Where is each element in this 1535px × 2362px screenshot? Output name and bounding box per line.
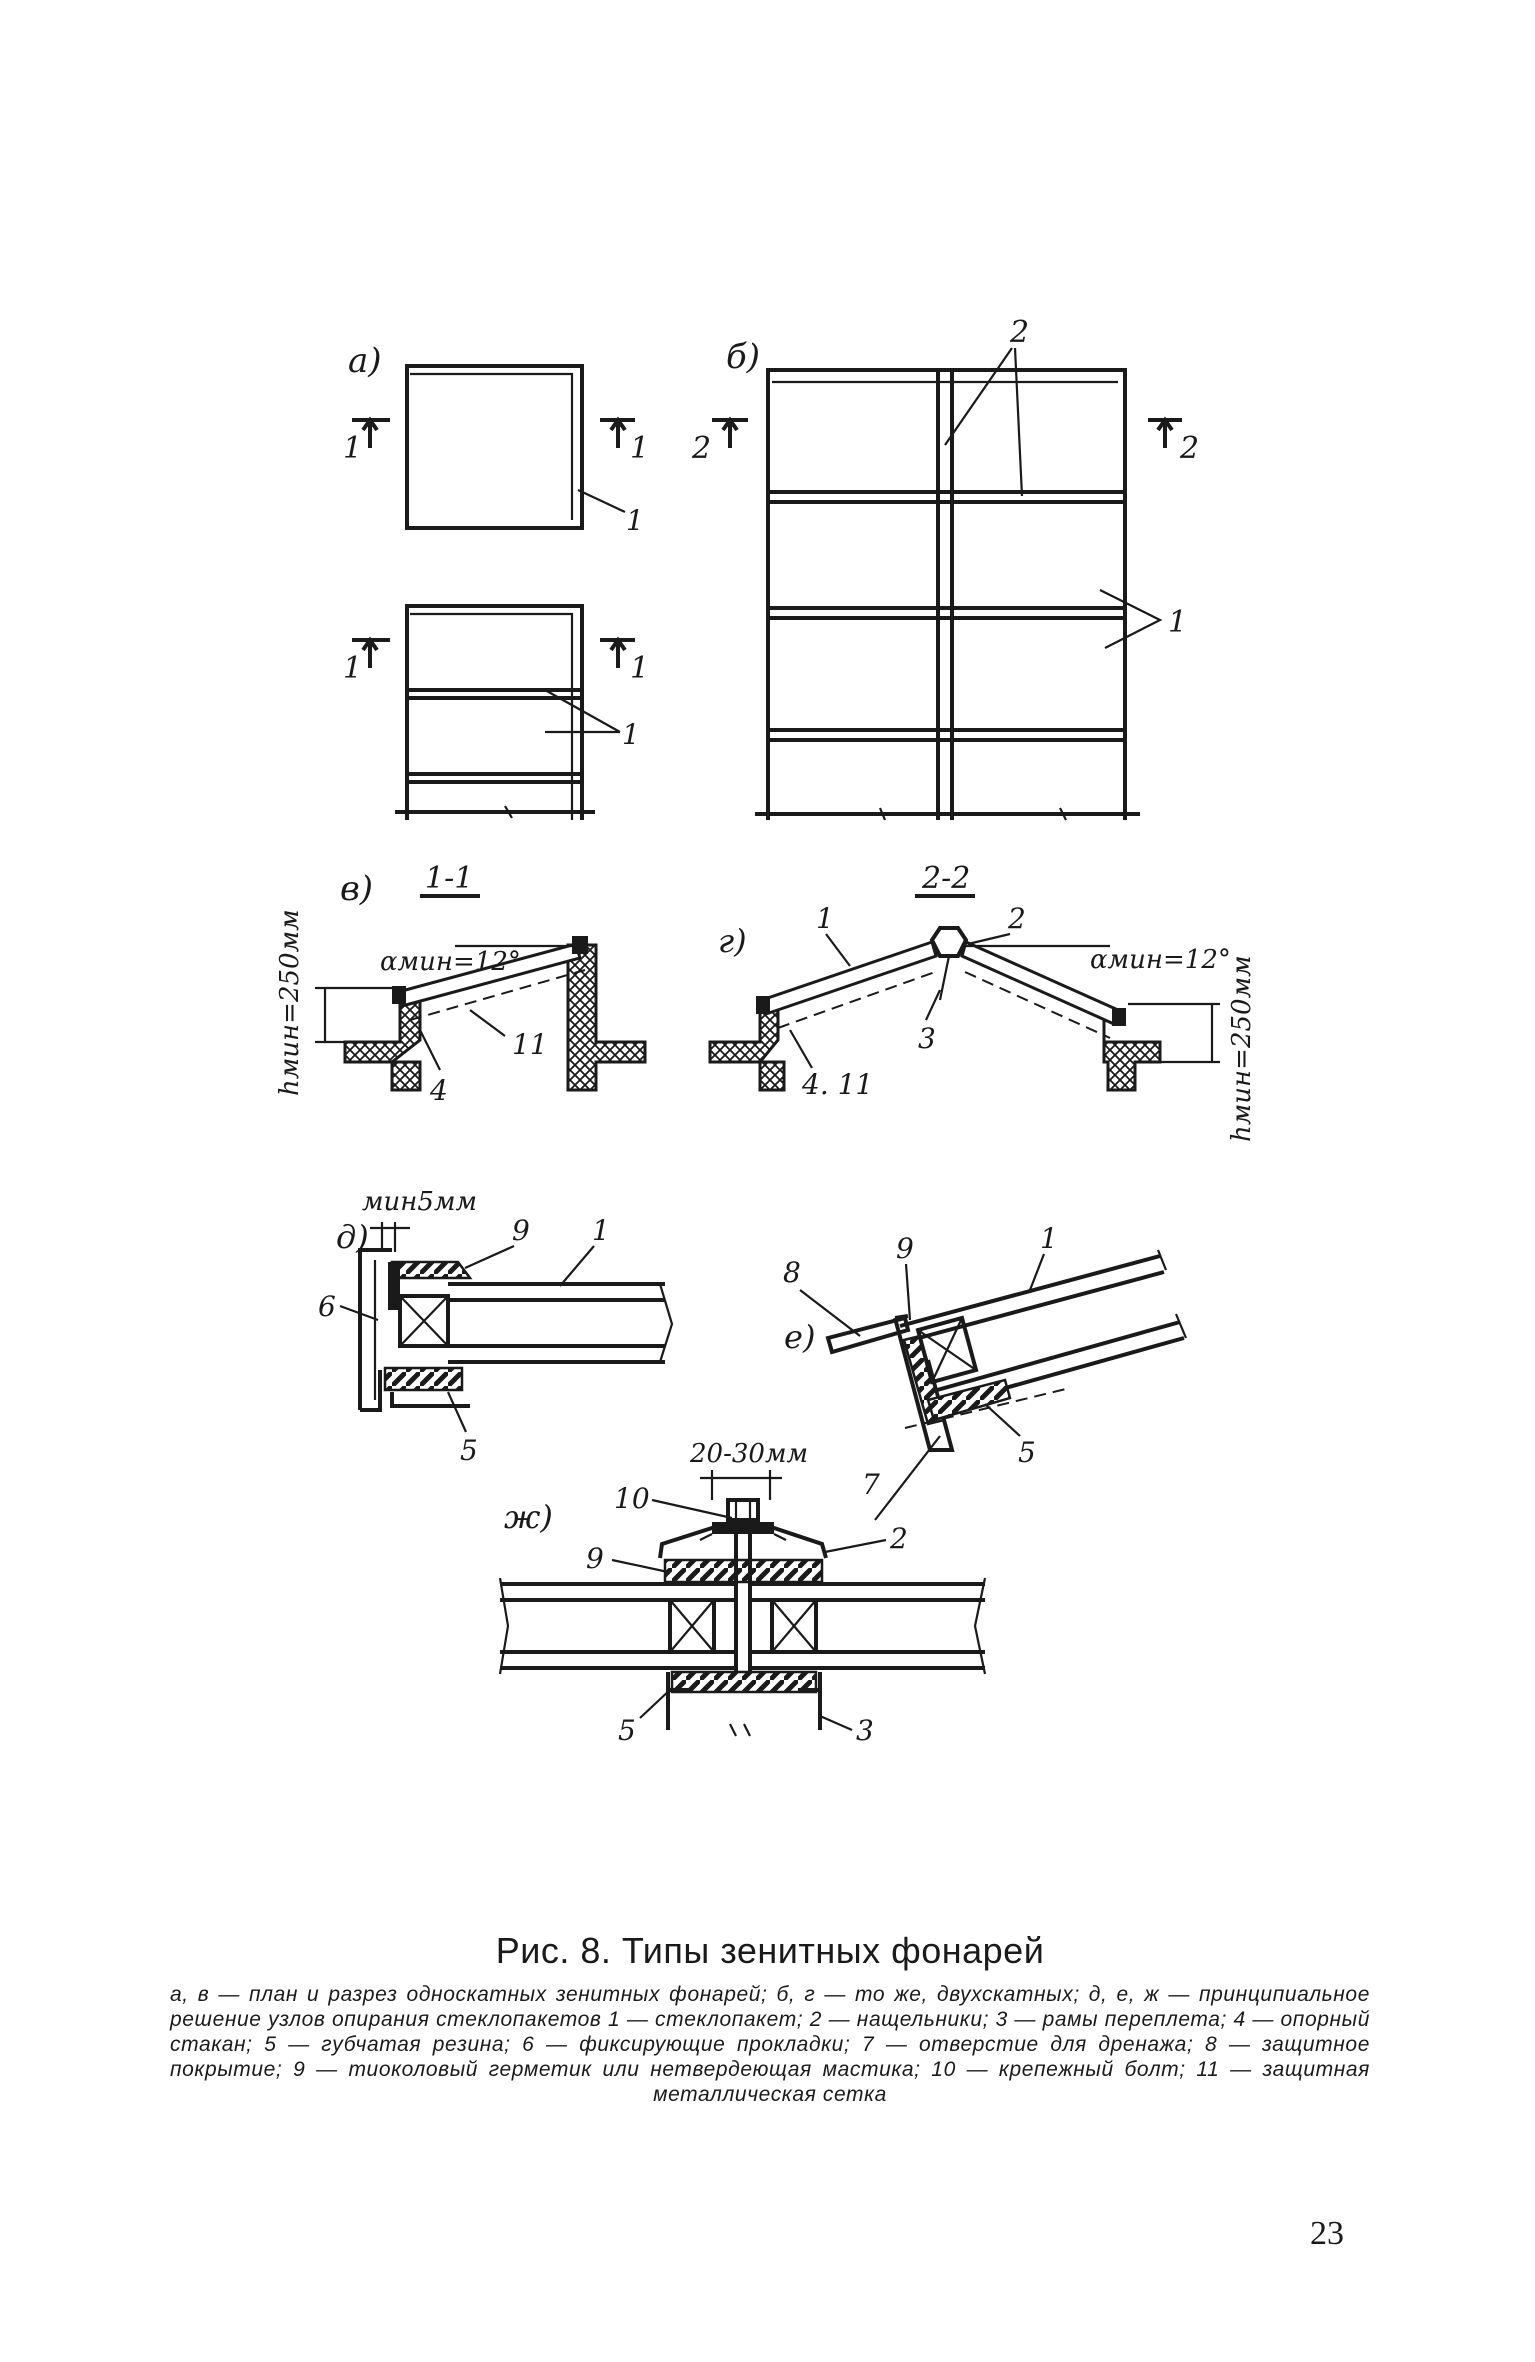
callout-e-5: 5 <box>1018 1436 1036 1469</box>
callout-v-4: 4 <box>429 1074 448 1107</box>
callout-zh-5: 5 <box>618 1714 636 1747</box>
angle-label-v: αмин=12° <box>380 947 521 977</box>
callout-v-11: 11 <box>512 1028 548 1061</box>
callout-e-9: 9 <box>896 1232 914 1265</box>
callout-zh-2: 2 <box>889 1522 908 1555</box>
section-title-2-2: 2-2 <box>921 861 970 896</box>
panel-d-detail: д) мин5мм 9 1 6 5 <box>318 1187 674 1467</box>
callout-e-1: 1 <box>1040 1222 1058 1255</box>
section-title-1-1: 1-1 <box>425 861 473 896</box>
section-mark-2-right: 2 <box>1179 431 1199 466</box>
panel-e-detail: е) 8 9 1 5 7 <box>783 1222 1188 1521</box>
callout-d-1: 1 <box>592 1214 610 1247</box>
panel-a-label: а) <box>348 341 382 381</box>
callout-d-5: 5 <box>460 1434 478 1467</box>
figure-drawing: а) 1 1 1 1 1 1 б) 2 <box>275 315 1257 1747</box>
section-mark-2-left: 2 <box>691 431 711 466</box>
callout-a-1b: 1 <box>622 718 640 751</box>
panel-v-label: в) <box>340 869 373 909</box>
callout-d-6: 6 <box>318 1290 336 1323</box>
callout-a-1: 1 <box>626 504 644 537</box>
section-mark-1b-right: 1 <box>630 651 649 686</box>
figure-caption: Рис. 8. Типы зенитных фонарей а, в — пла… <box>170 1930 1370 2107</box>
callout-e-7: 7 <box>862 1468 880 1501</box>
bolt-span-label: 20-30мм <box>689 1439 808 1469</box>
page-number: 23 <box>1310 2215 1344 2252</box>
section-mark-1-right: 1 <box>630 431 649 466</box>
section-mark-1-left: 1 <box>343 431 362 466</box>
h-min-label-v: hмин=250мм <box>275 909 305 1096</box>
panel-b-plan: б) 2 2 2 1 <box>691 315 1199 821</box>
section-mark-1b-left: 1 <box>343 651 362 686</box>
callout-zh-10: 10 <box>614 1482 650 1515</box>
panel-zh-label: ж) <box>504 1498 553 1536</box>
panel-v-section-1-1: в) 1-1 αмин=12° hмин=250мм 4 11 <box>275 861 647 1107</box>
angle-label-g: αмин=12° <box>1090 945 1231 975</box>
caption-title: Рис. 8. Типы зенитных фонарей <box>495 1930 1045 1971</box>
panel-g-section-2-2: г) 2-2 αмин=12° hмин=250мм 1 2 3 4. 11 <box>708 861 1257 1142</box>
callout-zh-9: 9 <box>586 1542 604 1575</box>
callout-b-1: 1 <box>1168 605 1187 640</box>
h-min-label-g: hмин=250мм <box>1227 955 1257 1142</box>
callout-b-2: 2 <box>1009 315 1029 350</box>
panel-e-label: е) <box>784 1318 815 1356</box>
panel-a-plan: а) 1 1 1 1 1 1 <box>343 341 649 820</box>
panel-g-label: г) <box>718 922 747 960</box>
callout-e-8: 8 <box>783 1256 801 1289</box>
caption-body: а, в — план и разрез односкатных зенитны… <box>170 1983 1370 2106</box>
callout-g-2: 2 <box>1007 902 1026 935</box>
panel-zh-detail: ж) 20-30мм 10 2 9 5 3 <box>498 1439 987 1747</box>
callout-zh-3: 3 <box>856 1714 874 1747</box>
callout-d-9: 9 <box>512 1214 530 1247</box>
callout-g-4-11: 4. 11 <box>801 1068 873 1101</box>
callout-g-1: 1 <box>816 902 834 935</box>
gap-min-label: мин5мм <box>362 1187 477 1217</box>
callout-g-3: 3 <box>918 1022 936 1055</box>
panel-b-label: б) <box>726 337 760 377</box>
